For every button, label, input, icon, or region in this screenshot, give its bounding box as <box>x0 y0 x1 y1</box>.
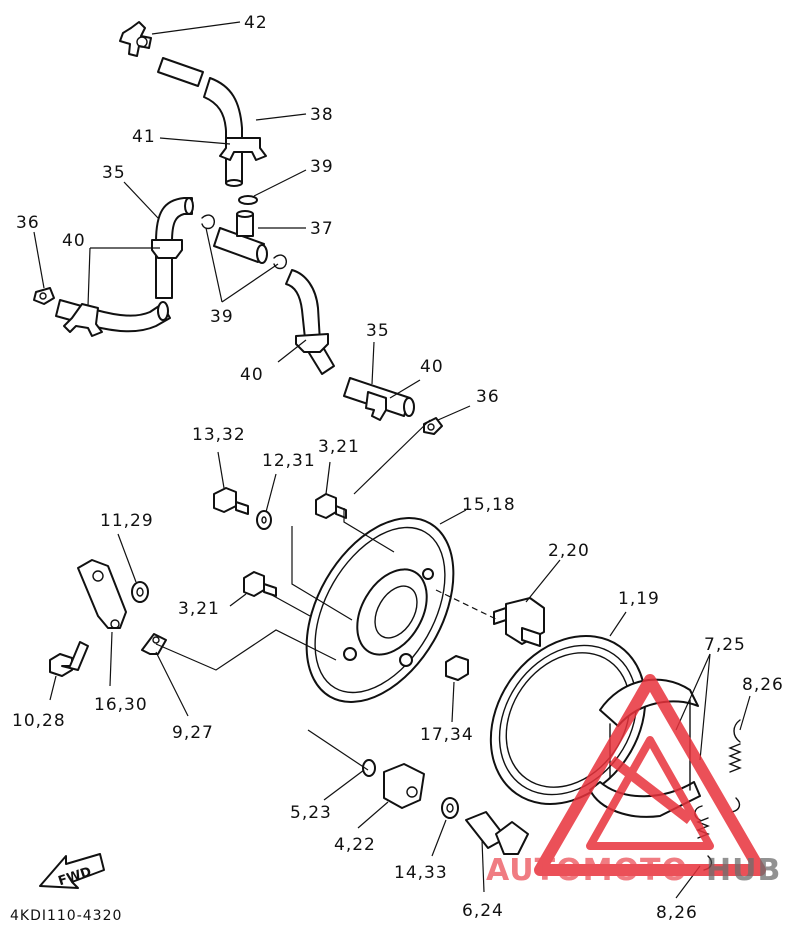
hose-35b <box>285 269 335 375</box>
label-42: 42 <box>244 13 268 33</box>
clip-9-27 <box>141 633 167 655</box>
label-38: 38 <box>310 105 334 125</box>
hose-38 <box>157 57 243 187</box>
clip-36a <box>33 287 55 305</box>
label-3-21b: 3,21 <box>178 599 220 619</box>
label-40b: 40 <box>240 365 264 385</box>
label-39a: 39 <box>310 157 334 177</box>
label-16-30: 16,30 <box>94 695 148 715</box>
label-9-27: 9,27 <box>172 723 214 743</box>
joint-37 <box>213 210 268 264</box>
clip-39b <box>201 214 288 270</box>
label-7-25: 7,25 <box>704 635 746 655</box>
bolt-17-34 <box>445 655 469 681</box>
diagram-code: 4KDI110-4320 <box>10 908 122 924</box>
label-35b: 35 <box>366 321 390 341</box>
label-15-18: 15,18 <box>462 495 516 515</box>
washer-11-29 <box>131 581 149 603</box>
lever-4-22 <box>383 763 425 809</box>
label-11-29: 11,29 <box>100 511 154 531</box>
bolt-13-32 <box>213 487 249 515</box>
label-13-32: 13,32 <box>192 425 246 445</box>
label-40c: 40 <box>420 357 444 377</box>
label-35a: 35 <box>102 163 126 183</box>
label-12-31: 12,31 <box>262 451 316 471</box>
label-10-28: 10,28 <box>12 711 66 731</box>
washer-12-31 <box>256 510 272 530</box>
lever-16-30 <box>77 559 127 629</box>
label-36b: 36 <box>476 387 500 407</box>
washer-14-33 <box>441 797 459 819</box>
clamp-40c <box>295 333 329 353</box>
label-8-26a: 8,26 <box>742 675 784 695</box>
clip-42 <box>119 21 152 57</box>
camshaft-6-24 <box>465 811 529 855</box>
clamp-40b <box>63 303 103 337</box>
label-5-23: 5,23 <box>290 803 332 823</box>
automotohub-logo: AUTOMOTO HUB <box>486 674 781 888</box>
label-14-33: 14,33 <box>394 863 448 883</box>
label-8-26b: 8,26 <box>656 903 698 923</box>
spring-8-26a <box>728 719 742 813</box>
assembly-lines <box>155 419 499 771</box>
clamp-40a <box>151 239 183 259</box>
label-17-34: 17,34 <box>420 725 474 745</box>
clamp-40d <box>365 391 387 421</box>
label-36a: 36 <box>16 213 40 233</box>
bolt-3-21a <box>315 493 347 519</box>
watermark-suffix: HUB <box>706 853 781 888</box>
cam-2-20 <box>493 597 545 647</box>
bolt-10-28 <box>49 641 89 677</box>
brake-plate-15-18 <box>305 517 455 703</box>
leader-lines <box>33 21 751 899</box>
label-2-20: 2,20 <box>548 541 590 561</box>
clip-39a <box>238 195 258 205</box>
label-6-24: 6,24 <box>462 901 504 921</box>
hose-35a <box>155 197 194 299</box>
fwd-arrow-icon: FWD <box>39 853 105 889</box>
label-3-21a: 3,21 <box>318 437 360 457</box>
label-4-22: 4,22 <box>334 835 376 855</box>
watermark-prefix: AUTOMOTO <box>486 853 688 888</box>
seal-5-23 <box>362 759 376 777</box>
label-39b: 39 <box>210 307 234 327</box>
label-41: 41 <box>132 127 156 147</box>
clip-36b <box>423 417 443 435</box>
bolt-3-21b <box>243 571 277 597</box>
part-labels: 42 38 41 39 35 37 36 40 39 35 40 40 36 1… <box>12 13 784 923</box>
clamp-41 <box>219 137 267 161</box>
label-1-19: 1,19 <box>618 589 660 609</box>
label-40a: 40 <box>62 231 86 251</box>
label-37: 37 <box>310 219 334 239</box>
